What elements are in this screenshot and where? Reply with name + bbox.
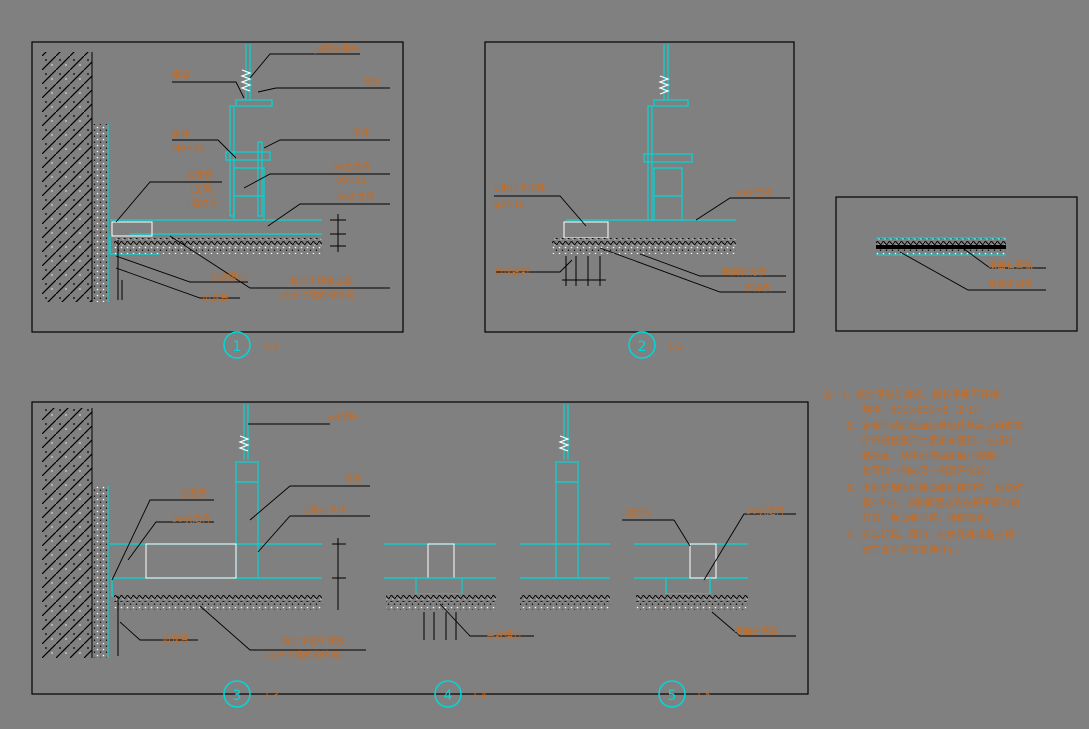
view-4-hanger-a bbox=[235, 404, 259, 579]
v4-label-edge: 边龙骨 bbox=[162, 633, 189, 645]
v1-label-bolt-spec: M8×40 bbox=[172, 144, 205, 154]
view-3-detail bbox=[876, 237, 1006, 256]
v3-label-board: 复合矿棉板 bbox=[988, 278, 1033, 290]
view-1-wall bbox=[42, 52, 109, 302]
view-3-frame bbox=[835, 196, 1078, 332]
view-4-ceiling-c bbox=[520, 543, 610, 610]
v4-label-board: 复合平贴矿棉板 bbox=[282, 635, 345, 647]
notes-block: 注：1、复合平贴矿棉板，板长平面不开槽。 规格：600×600×8（2-1） 2… bbox=[822, 389, 1024, 556]
view-4-leaders bbox=[111, 423, 796, 651]
note-line: 打钉，板面要平整，接缝顺直。 bbox=[862, 512, 995, 524]
v1-label-sub-keel: 50次龙骨 bbox=[336, 191, 374, 203]
v1-label-washer: 垫片 bbox=[364, 76, 382, 88]
view-4-callouts: 3 1-3 4 1-4 5 1-5 bbox=[223, 680, 711, 708]
note-line: 粘板面，从中心向四周展开安装。 bbox=[862, 450, 1005, 462]
v6-label-keel: 50次龙骨 bbox=[746, 505, 784, 517]
v1-label-nut: 螺母 bbox=[172, 70, 190, 81]
note-line: 规格：600×600×8（2-1） bbox=[862, 404, 983, 416]
v5-label-screw: 自攻螺钉 bbox=[486, 629, 522, 641]
v1-label-wall-angle-sub2: L边龙骨 bbox=[186, 197, 218, 209]
view-4-ceiling-d bbox=[634, 543, 748, 610]
view-2-hanger bbox=[643, 44, 693, 221]
view-1-ceiling bbox=[109, 214, 346, 300]
note-line: 3、平贴矿棉板粘接面要粘结均匀，每块矿 bbox=[846, 482, 1024, 494]
v2-label-screw: 自攻螺钉 bbox=[494, 266, 530, 278]
v1-label-main-keel-spec: 38×12 bbox=[336, 176, 366, 186]
v2-label-sub-keel: 50次龙骨 bbox=[734, 187, 772, 199]
v2-label-gypsum: 纸面石膏板 bbox=[722, 266, 767, 278]
note-line: 2、复合平贴面板面石膏板在基层上用自攻 bbox=[846, 420, 1024, 432]
v5-number: 4 bbox=[444, 688, 453, 704]
view-3-labels: 纸面石膏板 复合矿棉板 bbox=[988, 259, 1033, 290]
v1-label-wall-angle-sub1: (金属) bbox=[190, 183, 215, 195]
v5-scale: 1-4 bbox=[472, 691, 487, 701]
v4-scale: 1-3 bbox=[264, 691, 279, 701]
v2-number: 2 bbox=[638, 339, 647, 355]
view-4-labels: φ8吊杆 边龙骨 50次龙骨 吊件 U形插卡挂 边龙骨 复合平贴矿棉板 (用于平… bbox=[162, 411, 784, 661]
view-1-frame bbox=[31, 41, 404, 333]
note-line: 4、安装灯具、风口、检修孔等设备应预 bbox=[846, 529, 1014, 541]
v4-label-sub-keel: 50次龙骨 bbox=[172, 513, 210, 525]
note-line: 板4个点，涂胶面要达到在板平面粘贴 bbox=[862, 497, 1021, 509]
v4-label-clip: U形插卡挂 bbox=[304, 504, 347, 516]
view-4-ceiling-a bbox=[110, 538, 346, 656]
view-4-frame bbox=[31, 401, 809, 695]
view-2-callout: 2 1-2 bbox=[628, 331, 683, 359]
view-1-labels: φ8膨胀螺杆 螺母 垫片 螺栓 M8×40 吊件 50主龙骨 38×12 50次… bbox=[172, 43, 382, 304]
view-3-leaders bbox=[899, 245, 1046, 291]
view-1-leaders bbox=[115, 53, 390, 299]
v6-number: 5 bbox=[668, 688, 677, 704]
v6-scale: 1-5 bbox=[696, 691, 711, 701]
note-line: 注：1、复合平贴矿棉板，板长平面不开槽。 bbox=[822, 389, 1009, 401]
view-4-wall bbox=[42, 408, 109, 658]
v1-label-bolt: 螺栓 bbox=[172, 128, 190, 140]
view-4-hanger-b bbox=[555, 404, 579, 579]
view-2-ceiling bbox=[552, 219, 736, 286]
v6-label-gypsum: 纸面石膏板 bbox=[734, 625, 779, 637]
view-2-labels: U形插卡挂件 φ3×10 50次龙骨 自攻螺钉 纸面石膏板 矿棉板 bbox=[494, 182, 772, 294]
v1-scale: 1-1 bbox=[264, 342, 279, 352]
v1-label-board: 复合矿棉吸音板 bbox=[290, 275, 353, 287]
note-line: 矿棉板按板尺寸要求布置钉。在设计 bbox=[862, 435, 1015, 447]
v4-label-board-note: (用于平贴式的情况) bbox=[264, 649, 343, 661]
v1-label-rod: φ8膨胀螺杆 bbox=[312, 43, 360, 55]
v6-label-angle: L边龙骨 bbox=[620, 507, 652, 519]
v2-scale: 1-2 bbox=[668, 342, 683, 352]
v4-label-rod: φ8吊杆 bbox=[328, 411, 358, 423]
view-1-hanger bbox=[225, 44, 273, 221]
v1-label-edge: 边龙骨 bbox=[202, 292, 229, 304]
v4-label-hanger: 吊件 bbox=[344, 473, 362, 485]
note-line: 也可以一侧向另一侧展开安装。 bbox=[862, 465, 995, 477]
v3-label-gypsum: 纸面石膏板 bbox=[988, 259, 1033, 271]
v1-number: 1 bbox=[233, 339, 242, 355]
note-line: 留在龙骨位置安装开孔。 bbox=[862, 544, 967, 556]
v1-label-main-keel: 50主龙骨 bbox=[332, 161, 370, 173]
v1-label-hanger: 吊件 bbox=[352, 127, 370, 139]
view-2-leaders bbox=[494, 195, 790, 293]
view-4-ceiling-b bbox=[384, 543, 496, 640]
v1-label-screw: 自攻螺钉 bbox=[210, 271, 246, 283]
v2-label-clip-spec: φ3×10 bbox=[494, 200, 525, 210]
v4-label-wall-angle: 边龙骨 bbox=[180, 487, 207, 499]
v1-label-board-note: (用于平贴式的情况) bbox=[278, 289, 357, 301]
v1-label-wall-angle: 边龙骨 bbox=[186, 169, 213, 181]
view-1-callout: 1 1-1 bbox=[223, 331, 279, 359]
v4-number: 3 bbox=[233, 688, 242, 704]
v2-label-board: 矿棉板 bbox=[744, 282, 771, 294]
v2-label-clip: U形插卡挂件 bbox=[494, 182, 546, 194]
